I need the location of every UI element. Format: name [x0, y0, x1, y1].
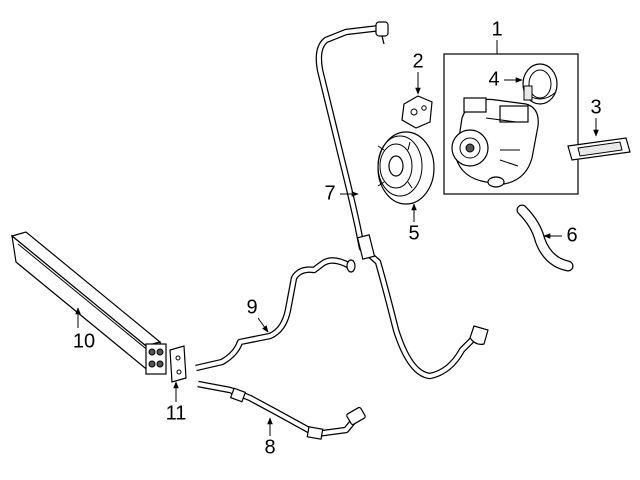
callout-10: 10	[73, 330, 95, 352]
steering-pump-part	[451, 97, 539, 188]
callout-8: 8	[264, 436, 275, 458]
cooler-hose-part	[197, 380, 366, 440]
pressure-line-part	[315, 21, 489, 380]
callout-3: 3	[590, 96, 601, 118]
reservoir-cap-part	[522, 63, 558, 105]
callout-2: 2	[412, 50, 423, 72]
callout-4: 4	[488, 68, 499, 90]
return-line-part	[195, 257, 356, 372]
bracket-part	[567, 137, 631, 161]
callout-9: 9	[246, 296, 257, 318]
callout-6: 6	[566, 224, 577, 246]
clip-part	[169, 345, 187, 383]
callout-5: 5	[408, 222, 419, 244]
pulley-part	[377, 131, 435, 205]
callout-1: 1	[491, 18, 502, 40]
callout-11: 11	[166, 402, 187, 424]
callout-7: 7	[324, 182, 335, 204]
oil-cooler-part	[10, 231, 167, 375]
leader-9	[257, 317, 269, 333]
gasket-part	[401, 95, 433, 129]
hose-part	[516, 204, 574, 272]
